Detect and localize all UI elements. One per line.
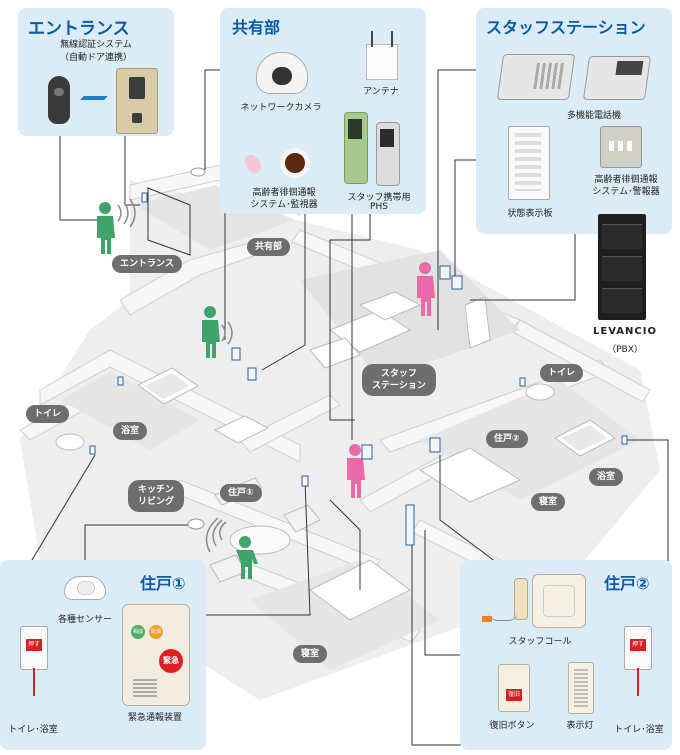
- camera-label: ネットワークカメラ: [240, 103, 322, 113]
- staff-call-label: スタッフコール: [508, 637, 572, 647]
- floor-tag-bedroom-left: 寝室: [293, 645, 328, 663]
- reset-button-panel-icon: 復旧: [498, 664, 530, 712]
- pull-cord-label-right: 押す: [630, 639, 646, 651]
- resident-figure-common: [202, 306, 220, 358]
- pull-cord-switch-left-icon: 押す: [20, 626, 48, 670]
- floor-tag-common: 共有部: [247, 238, 291, 256]
- wander-alarm-label-2: システム･警報器: [592, 187, 660, 197]
- reset-button-label: 復旧ボタン: [489, 721, 535, 731]
- phs-phone-green-icon: [344, 112, 368, 184]
- panel-entrance-title: エントランス: [28, 19, 130, 39]
- floor-tag-entrance: エントランス: [112, 255, 182, 273]
- antenna-icon: [366, 31, 398, 80]
- emergency-device-label: 緊急通報装置: [127, 713, 182, 723]
- wander-monitor-icon: [280, 148, 310, 178]
- sensor-label: 各種センサー: [57, 615, 112, 625]
- toilet-bath-label-left: トイレ･浴室: [8, 725, 58, 735]
- signal-zigzag-icon: [80, 96, 108, 100]
- emergency-button[interactable]: 緊急: [159, 649, 183, 673]
- floor-tag-toilet-left: トイレ: [26, 405, 70, 423]
- floor-tag-kitchen-line1: キッチン: [138, 485, 175, 495]
- antenna-label: アンテナ: [363, 87, 399, 97]
- staff-call-handset-icon: [514, 578, 528, 620]
- panel-station-title: スタッフステーション: [486, 18, 646, 37]
- panel-unit1-title: 住戸①: [140, 574, 186, 593]
- multifunction-phone-label: 多機能電話機: [566, 111, 621, 121]
- floor-tag-kitchen: キッチン リビング: [128, 480, 185, 512]
- staff-call-cord-icon: [488, 610, 518, 621]
- panel-unit2: 住戸② スタッフコール 復旧 復旧ボタン 表示灯 押す トイレ･浴室: [460, 560, 672, 750]
- staff-call-plug-icon: [482, 616, 492, 622]
- pull-cord-string-right-icon: [637, 668, 639, 696]
- cancel-button[interactable]: 取消: [149, 625, 163, 639]
- remote-key-icon: [48, 76, 70, 124]
- wander-alarm-label-1: 高齢者徘徊通報: [594, 175, 658, 185]
- staff-figure-corridor: [347, 444, 365, 498]
- pbx-rack-icon: [598, 214, 646, 320]
- indicator-lamp-icon: [568, 662, 594, 714]
- bathtub-left: [137, 367, 199, 405]
- status-board-label: 状態表示板: [507, 209, 553, 219]
- wander-alarm-icon: [600, 126, 642, 168]
- floor-tag-station: スタッフ ステーション: [362, 364, 436, 396]
- panel-unit1: 住戸① 各種センサー 押す トイレ･浴室 相談 取消 緊急 緊急通報装置: [0, 560, 206, 750]
- floor-tag-unit2: 住戸②: [486, 430, 528, 448]
- pull-cord-label: 押す: [26, 639, 42, 651]
- entrance-door-label: （自動ドア連携）: [59, 53, 132, 63]
- phs-label-1: スタッフ携帯用: [347, 193, 411, 203]
- resident-figure-living: [236, 536, 258, 579]
- panel-staff-station: スタッフステーション 多機能電話機 状態表示板 高齢者徘徊通報 システム･警報器: [476, 8, 672, 234]
- indicator-lamp-label: 表示灯: [566, 721, 594, 731]
- wander-system-label-2: システム･監視器: [250, 200, 318, 210]
- staff-call-panel-icon: [532, 574, 586, 628]
- toilet-bath-label-right: トイレ･浴室: [614, 725, 664, 735]
- pull-cord-switch-right-icon: 押す: [624, 626, 652, 670]
- floor-tag-bedroom-right: 寝室: [531, 493, 566, 511]
- door-sensor-panel-icon: [116, 68, 158, 134]
- panel-common-title: 共有部: [232, 18, 281, 37]
- floor-tag-station-line1: スタッフ: [380, 369, 417, 379]
- phs-label-2: PHS: [370, 202, 388, 212]
- sensor-icon: [64, 576, 106, 600]
- floor-tag-toilet-right: トイレ: [540, 364, 584, 382]
- floor-tag-bath-left: 浴室: [113, 422, 148, 440]
- pbx-brand: LEVANCIO: [593, 326, 657, 337]
- panel-entrance: エントランス 無線認証システム （自動ドア連携）: [18, 8, 174, 136]
- resident-figure-entrance: [97, 202, 115, 254]
- floor-tag-kitchen-line2: リビング: [138, 497, 175, 507]
- floor-tag-bath-right: 浴室: [589, 468, 624, 486]
- wander-system-label-1: 高齢者徘徊通報: [252, 188, 316, 198]
- panel-common: 共有部 ネットワークカメラ アンテナ 高齢者徘徊通報 システム･監視器 スタッフ…: [220, 8, 426, 214]
- panel-unit2-title: 住戸②: [604, 574, 650, 593]
- floor-tag-station-line2: ステーション: [372, 381, 426, 391]
- multifunction-phone-icon-1: [496, 54, 576, 100]
- multifunction-phone-icon-2: [582, 56, 652, 100]
- pbx-label: （PBX）: [607, 345, 643, 355]
- network-camera-icon: [256, 52, 308, 94]
- consult-button[interactable]: 相談: [131, 625, 145, 639]
- phs-phone-silver-icon: [376, 122, 400, 186]
- floor-tag-unit1: 住戸①: [220, 484, 262, 502]
- status-board-icon: [508, 126, 550, 200]
- emergency-call-device-icon: 相談 取消 緊急: [122, 604, 190, 706]
- entrance-system-label: 無線認証システム: [60, 40, 132, 50]
- wander-tag-icon: [241, 151, 265, 177]
- staff-figure-station: [417, 262, 435, 316]
- pull-cord-string-icon: [33, 668, 35, 696]
- reset-button[interactable]: 復旧: [506, 689, 522, 701]
